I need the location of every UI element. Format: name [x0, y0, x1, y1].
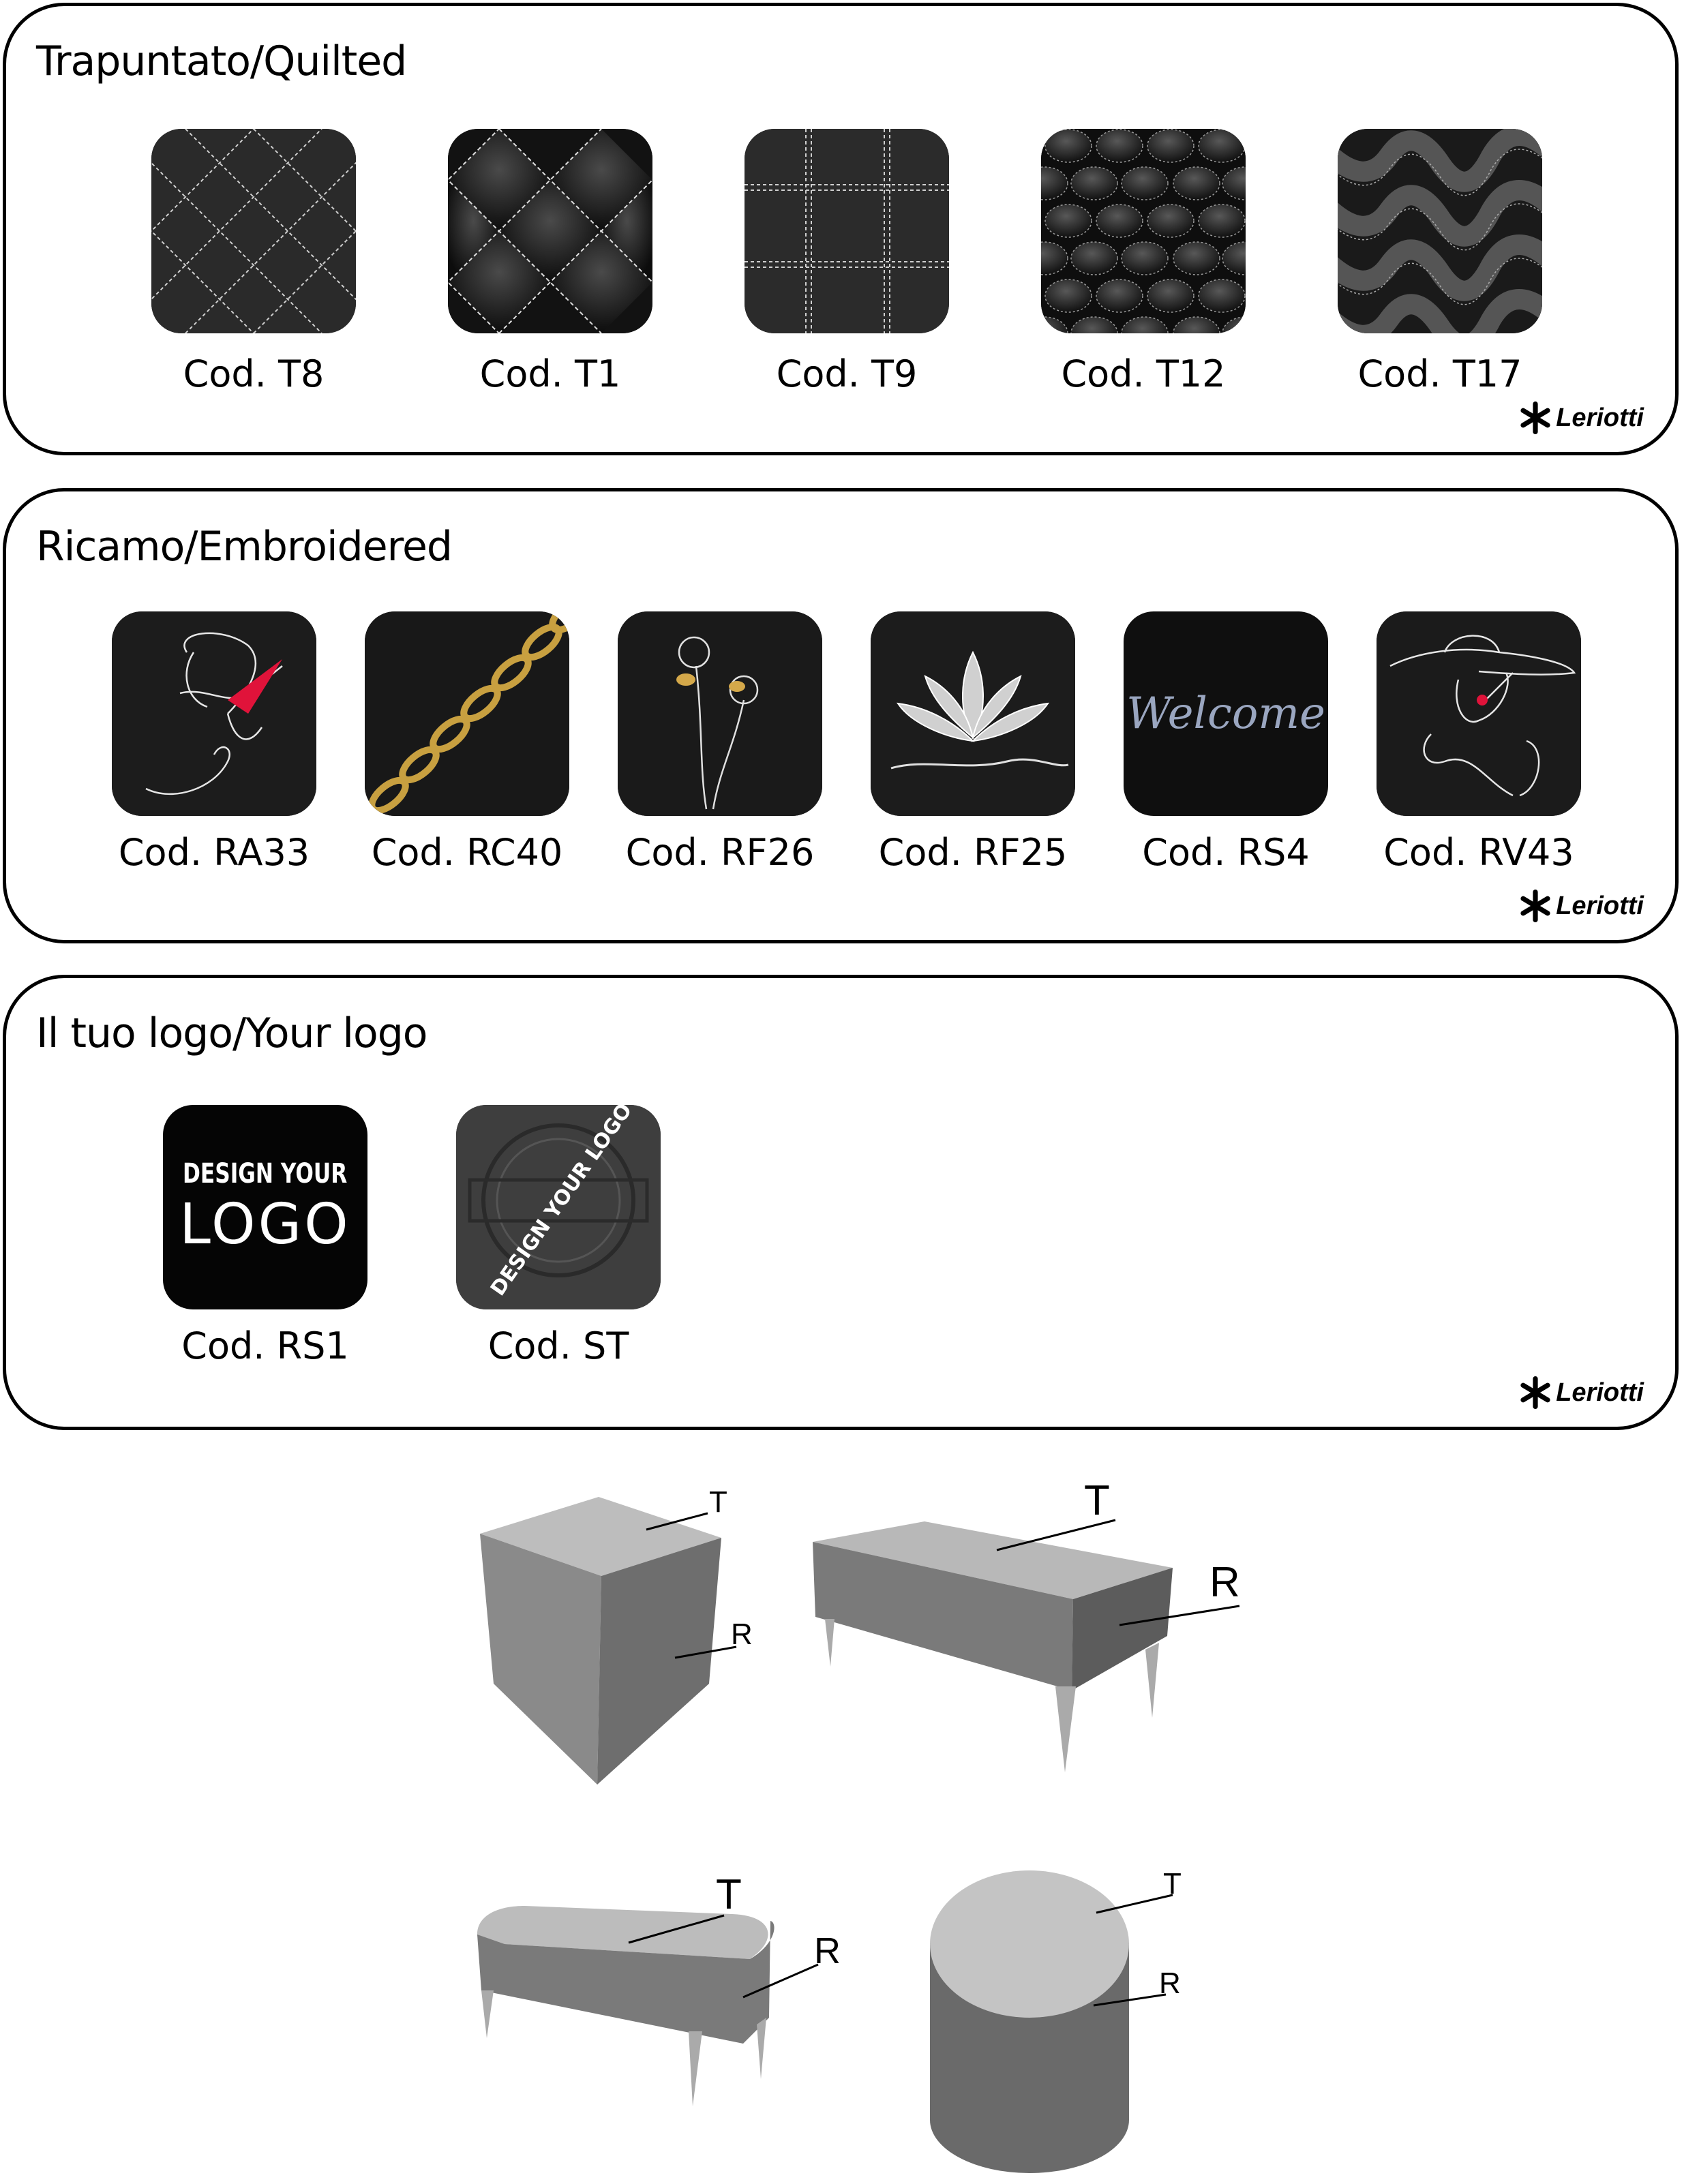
swatch-t9[interactable] [745, 129, 949, 333]
hummingbird-embroidery [112, 611, 316, 816]
code-label: Cod. T8 [183, 352, 325, 395]
label-t: T [1163, 1867, 1182, 1900]
code-label: Cod. T12 [1061, 352, 1226, 395]
code-label: Cod. T1 [479, 352, 621, 395]
leaf-puffs-pattern [1041, 129, 1246, 333]
section-title: Trapuntato/Quilted [36, 37, 407, 85]
swatch-rf25[interactable] [871, 611, 1075, 816]
swatch-rf26[interactable] [618, 611, 822, 816]
snowflake-logo-icon [1520, 1376, 1550, 1409]
diamond-fine-pattern [151, 129, 356, 333]
logo-panel: Il tuo logo/Your logo DESIGN YOUR LOGO C… [3, 975, 1679, 1430]
embossed-stamp [456, 1105, 661, 1309]
swatch-st[interactable]: DESIGN YOUR LOGO [456, 1105, 661, 1309]
rectangular-bench: T R [813, 1477, 1240, 1772]
label-r: R [731, 1618, 753, 1651]
brand-name: Leriotti [1556, 891, 1644, 920]
code-label: Cod. RA33 [118, 831, 310, 874]
label-r: R [1159, 1967, 1181, 2000]
code-label: Cod. T9 [776, 352, 918, 395]
swatch-rc40[interactable] [365, 611, 569, 816]
swatch-t1[interactable] [448, 129, 652, 333]
cylinder-pouf: T R [930, 1867, 1182, 2173]
swatch-t8[interactable] [151, 129, 356, 333]
swatch-t17[interactable] [1338, 129, 1542, 333]
label-r: R [1209, 1559, 1240, 1606]
brand-name: Leriotti [1556, 403, 1644, 432]
snowflake-logo-icon [1520, 401, 1550, 434]
welcome-script: Welcome [1126, 688, 1325, 739]
label-r: R [814, 1930, 841, 1971]
code-label: Cod. RF26 [625, 831, 815, 874]
swatch-rv43[interactable] [1377, 611, 1581, 816]
code-label: Cod. ST [487, 1324, 629, 1367]
label-t: T [716, 1871, 742, 1918]
chevron-waves-pattern [1338, 129, 1542, 333]
embroidered-panel: Ricamo/Embroidered Cod. RA33 [3, 488, 1679, 943]
quilted-panel: Trapuntato/Quilted Cod. T8 [3, 3, 1679, 455]
furniture-diagram: T R T R T R T R [477, 1477, 1240, 2173]
swatch-rs1[interactable]: DESIGN YOUR LOGO [163, 1105, 367, 1309]
code-label: Cod. RC40 [371, 831, 563, 874]
lotus-embroidery [871, 611, 1075, 816]
code-label: Cod. T17 [1357, 352, 1522, 395]
label-t: T [709, 1485, 727, 1519]
cube-pouf: T R [480, 1485, 753, 1785]
lady-with-hat-embroidery [1377, 611, 1581, 816]
gold-chain-embroidery [365, 611, 569, 816]
grid-pattern [745, 129, 949, 333]
swatch-rs4[interactable]: Welcome [1124, 611, 1328, 816]
section-title: Ricamo/Embroidered [36, 523, 453, 571]
swatch-t12[interactable] [1041, 129, 1246, 333]
code-label: Cod. RV43 [1383, 831, 1574, 874]
brand-logo: Leriotti [1519, 890, 1644, 922]
code-label: Cod. RS4 [1142, 831, 1310, 874]
code-label: Cod. RS1 [181, 1324, 349, 1367]
snowflake-logo-icon [1520, 890, 1550, 922]
diamond-puffed-pattern [448, 129, 652, 333]
brand-logo: Leriotti [1519, 401, 1644, 434]
rounded-bench: T R [477, 1871, 841, 2106]
code-label: Cod. RF25 [878, 831, 1068, 874]
design-your-text: DESIGN YOUR [183, 1157, 348, 1189]
brand-name: Leriotti [1556, 1378, 1644, 1407]
logo-text: LOGO [179, 1192, 351, 1257]
label-t: T [1084, 1477, 1110, 1524]
brand-logo: Leriotti [1519, 1376, 1644, 1409]
swatch-ra33[interactable] [112, 611, 316, 816]
flowers-embroidery [618, 611, 822, 816]
section-title: Il tuo logo/Your logo [36, 1010, 427, 1057]
